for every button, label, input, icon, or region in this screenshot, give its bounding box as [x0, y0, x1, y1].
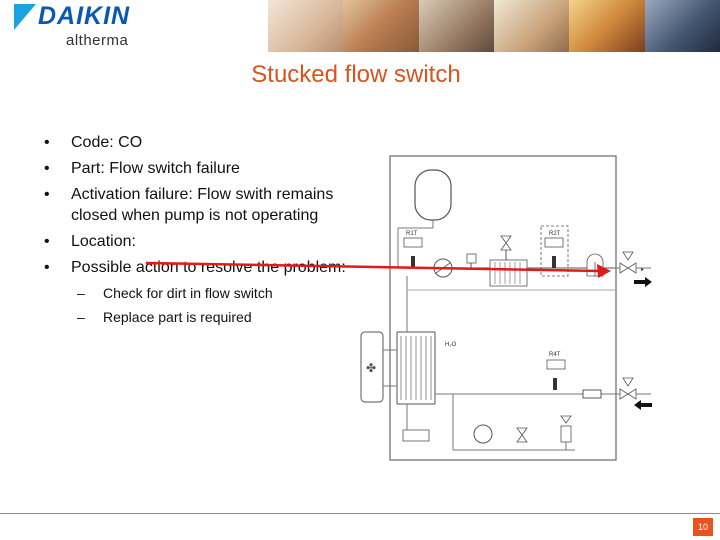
outlet-valve-icon [619, 262, 629, 274]
outlet-valve-top-icon [622, 251, 634, 261]
bullet-text: Possible action to resolve the problem: [71, 259, 346, 276]
slide-title: Stucked flow switch [251, 61, 461, 88]
safety-valve-icon [560, 415, 572, 424]
pointer-line [145, 261, 601, 273]
header-photo [268, 0, 344, 52]
header-photo [493, 0, 570, 52]
bottom-valve-icon [516, 427, 528, 436]
outdoor-unit-box [360, 331, 384, 403]
hydraulic-diagram: R1T R2T ▸ H₂O ✤ R4T [360, 155, 652, 461]
r2t-sensor-icon [544, 237, 564, 248]
inlet-valve-icon [619, 388, 629, 400]
header-photo-strip [268, 0, 720, 52]
r2t-label: R2T [549, 231, 561, 237]
valve-icon [500, 235, 512, 244]
sub-bullet-item: Replace part is required [71, 308, 354, 326]
page-number-badge: 10 [693, 518, 713, 536]
daikin-logo: DAIKIN altherma [0, 0, 268, 52]
backup-heater [489, 259, 528, 287]
bullet-item: Location: [44, 231, 354, 252]
r2t-probe-icon [552, 256, 556, 268]
pointer-arrowhead-icon [597, 264, 611, 278]
header-photo [418, 0, 494, 52]
logo-triangle-icon [14, 4, 36, 30]
heater-coils [494, 262, 521, 284]
inlet-valve-icon [627, 388, 637, 400]
header-photo [569, 0, 645, 52]
logo-product-name: altherma [66, 32, 129, 49]
sub-bullet-item: Check for dirt in flow switch [71, 284, 354, 302]
bullet-list: Code: CO Part: Flow switch failure Activ… [44, 132, 354, 332]
bottom-valve-icon [516, 434, 528, 443]
r4t-sensor-icon [546, 359, 566, 370]
logo-wordmark: DAIKIN [38, 2, 131, 30]
bullet-item: Possible action to resolve the problem: … [44, 257, 354, 326]
outlet-valve-icon [627, 262, 637, 274]
r1t-sensor-icon [403, 237, 423, 248]
exchanger-plates [400, 336, 432, 400]
fan-icon: ✤ [366, 361, 376, 375]
bullet-item: Code: CO [44, 132, 354, 153]
r2t-dashed-box [540, 225, 569, 277]
sub-bullet-list: Check for dirt in flow switch Replace pa… [71, 284, 354, 326]
bullet-item: Part: Flow switch failure [44, 158, 354, 179]
outlet-flow-arrow-icon [634, 277, 652, 287]
inline-filter-icon [582, 389, 602, 399]
r4t-label: R4T [549, 352, 561, 358]
drain-box [402, 429, 430, 442]
r1t-probe-icon [411, 256, 415, 268]
footer-divider [0, 513, 720, 514]
inlet-flow-arrow-icon [634, 400, 652, 410]
r1t-label: R1T [406, 231, 418, 237]
inlet-valve-top-icon [622, 377, 634, 387]
header-photo [644, 0, 720, 52]
header-banner: DAIKIN altherma [0, 0, 720, 52]
manometer-icon [473, 424, 493, 444]
header-photo [343, 0, 419, 52]
r4t-probe-icon [553, 378, 557, 390]
h2o-label: H₂O [445, 342, 457, 348]
outlet-arrow-small-icon: ▸ [641, 267, 644, 273]
bullet-item: Activation failure: Flow swith remains c… [44, 184, 354, 226]
